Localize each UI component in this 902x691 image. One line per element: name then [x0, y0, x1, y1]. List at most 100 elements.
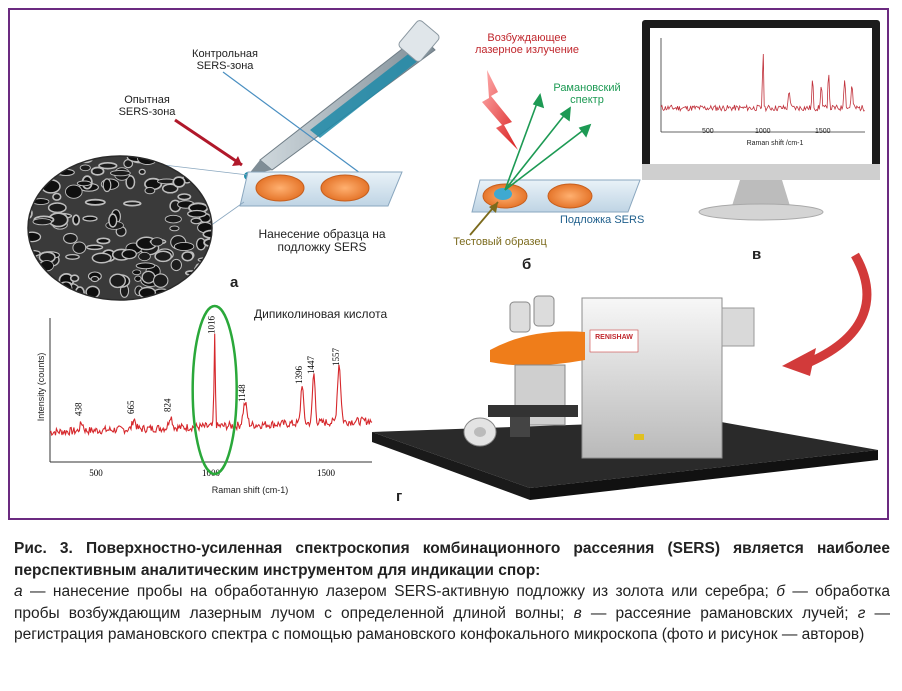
- sem-pore: [98, 161, 118, 170]
- control-pointer-line: [222, 71, 361, 174]
- peak-label-1557: 1557: [331, 348, 341, 367]
- sem-pore: [90, 166, 105, 176]
- sem-pore: [72, 214, 81, 226]
- sem-pore: [28, 256, 37, 268]
- sem-pore: [190, 217, 202, 225]
- sem-pore: [69, 274, 80, 283]
- flow-arrow: [808, 252, 872, 367]
- sem-pore: [40, 295, 59, 300]
- sem-pore: [65, 184, 83, 199]
- sem-pore: [110, 169, 131, 177]
- sem-pore: [187, 286, 200, 297]
- caption-b-text: — обработка пробы возбуждающим лазерным …: [14, 583, 890, 622]
- monitor-tick-1000: 1000: [755, 128, 771, 135]
- spectrum-chart: [49, 318, 372, 463]
- sem-pore: [150, 237, 164, 247]
- apply-sample-label: Нанесение образца на подложку SERS: [258, 227, 386, 255]
- sem-pore: [172, 176, 186, 188]
- sem-pore: [135, 262, 156, 270]
- sem-pore: [190, 280, 201, 296]
- sem-pore: [187, 209, 207, 218]
- sem-pore: [177, 193, 192, 201]
- figure-caption: Рис. 3. Поверхностно-усиленная спектроск…: [14, 538, 890, 646]
- peak-1016-highlight: [191, 304, 238, 476]
- caption-b-letter: б: [776, 583, 785, 600]
- caption-g-text: — регистрация рамановского спектра с пом…: [14, 604, 891, 644]
- sem-pore: [72, 241, 87, 254]
- substrate-label: Подложка SERS: [560, 214, 645, 226]
- sem-pore: [102, 178, 112, 193]
- test-zone-spot: [255, 174, 305, 202]
- peak-label-665: 665: [126, 400, 136, 414]
- sem-pore: [38, 165, 48, 175]
- sem-pore: [164, 214, 182, 224]
- sem-pore: [32, 218, 53, 226]
- test-zone-label: Опытная SERS-зона: [118, 94, 176, 119]
- sem-pore: [55, 156, 72, 169]
- sample-label: Тестовый образец: [453, 236, 547, 248]
- sem-pore: [169, 225, 180, 232]
- monitor: [642, 20, 880, 221]
- monitor-tick-500: 500: [702, 128, 714, 135]
- sem-pore: [84, 198, 106, 206]
- caption-a-letter: а: [14, 583, 23, 600]
- spectrum-series-line: [49, 333, 373, 437]
- caption-g-letter: г: [857, 604, 866, 622]
- pipette: [244, 20, 440, 180]
- compound-label: Дипиколиновая кислота: [254, 307, 388, 321]
- sem-pore: [30, 285, 48, 300]
- spectrum-tick-1500: 1500: [317, 468, 336, 478]
- raman-rays: [504, 93, 592, 191]
- sample-arrow: [469, 201, 499, 236]
- peak-label-1396: 1396: [294, 366, 304, 385]
- sem-pore: [125, 174, 136, 190]
- panel-v-letter: в: [752, 246, 762, 263]
- sem-pore: [90, 275, 100, 283]
- caption-v-text: — рассеяние рамановских лучей;: [581, 604, 858, 622]
- sem-pore: [186, 156, 200, 169]
- monitor-tick-1500: 1500: [815, 128, 831, 135]
- control-zone-spot: [320, 174, 370, 202]
- sem-pore: [154, 250, 173, 263]
- panel-b-letter: б: [522, 256, 532, 273]
- sem-pore: [28, 231, 42, 243]
- sem-pore: [79, 164, 91, 172]
- sem-pore: [63, 232, 78, 244]
- sem-pore: [138, 251, 151, 262]
- test-zone-arrow: [174, 118, 243, 167]
- monitor-xlabel: Raman shift /cm-1: [746, 140, 804, 147]
- sem-pore: [170, 258, 183, 272]
- sem-pore: [121, 248, 137, 260]
- sem-pore: [85, 244, 104, 251]
- laser-label: Возбуждающее лазерное излучение: [474, 32, 580, 57]
- sem-pore: [161, 156, 174, 160]
- reference-spot: [547, 183, 593, 209]
- sem-pore: [200, 275, 211, 288]
- sem-pore: [52, 192, 62, 201]
- peak-label-824: 824: [163, 398, 173, 412]
- sem-pore: [196, 171, 212, 186]
- sem-pore: [96, 237, 111, 245]
- sem-pore: [91, 252, 112, 264]
- sem-pore: [203, 237, 212, 248]
- sem-pore: [144, 186, 156, 195]
- panel-g-letter: г: [396, 488, 403, 505]
- sem-pore: [32, 174, 42, 182]
- caption-a-text: — нанесение пробы на обработанную лазеро…: [22, 583, 777, 600]
- spectrum-xlabel: Raman shift (cm-1): [211, 485, 289, 495]
- sem-pore: [123, 200, 142, 207]
- peak-label-438: 438: [74, 402, 84, 416]
- spectrum-tick-500: 500: [89, 468, 103, 478]
- sem-pore: [161, 183, 179, 194]
- sem-pore: [132, 269, 142, 276]
- laser-beam: [482, 70, 518, 150]
- sem-pore: [82, 215, 98, 222]
- raman-microscope: [372, 295, 878, 500]
- sem-pore: [134, 275, 142, 282]
- sem-pore: [181, 251, 194, 262]
- control-zone-label: Контрольная SERS-зона: [192, 48, 258, 73]
- peak-label-1447: 1447: [306, 356, 316, 375]
- sem-pore: [109, 273, 127, 289]
- sem-pore: [47, 202, 67, 214]
